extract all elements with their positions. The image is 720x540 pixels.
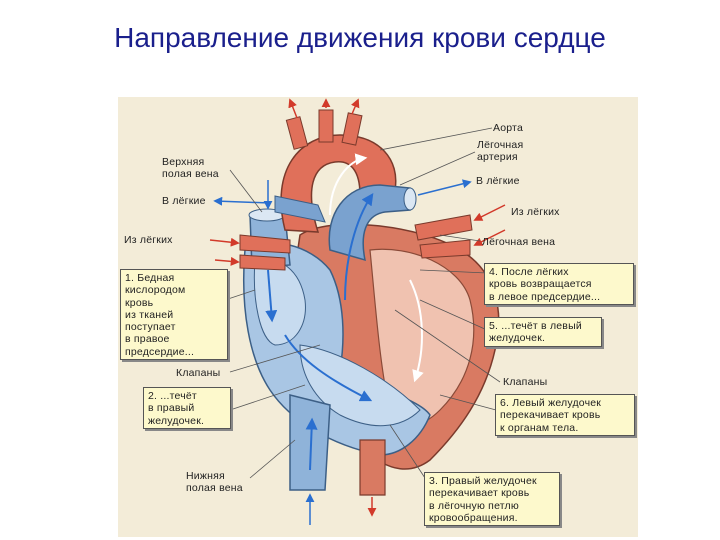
step-2-box: 2. ...течёт в правый желудочек. [143,387,231,429]
descending-aorta [359,439,386,496]
right-atrium [253,258,306,346]
label-pulmonary-artery: Лёгочная артерия [477,139,524,163]
label-to-lungs-right: В лёгкие [476,175,520,187]
step-5-box: 5. ...течёт в левый желудочек. [484,317,602,347]
page-title: Направление движения крови сердце [114,22,606,53]
step-6-box: 6. Левый желудочек перекачивает кровь к … [495,394,635,436]
step-3-box: 3. Правый желудочек перекачивает кровь в… [424,472,560,526]
label-aorta: Аорта [493,122,523,134]
label-from-lungs-right: Из лёгких [511,206,560,218]
step-4-box: 4. После лёгких кровь возвращается в лев… [484,263,634,305]
label-superior-vena-cava: Верхняя полая вена [162,156,219,180]
label-inferior-vena-cava: Нижняя полая вена [186,470,243,494]
label-valves-right: Клапаны [503,376,548,388]
label-pulmonary-vein: Лёгочная вена [482,236,556,248]
label-valves-left: Клапаны [176,367,221,379]
label-from-lungs-left: Из лёгких [124,234,173,246]
label-to-lungs-left: В лёгкие [162,195,206,207]
step-1-box: 1. Бедная кислородом кровь из тканей пос… [120,269,228,360]
inferior-vena-cava [289,394,331,491]
